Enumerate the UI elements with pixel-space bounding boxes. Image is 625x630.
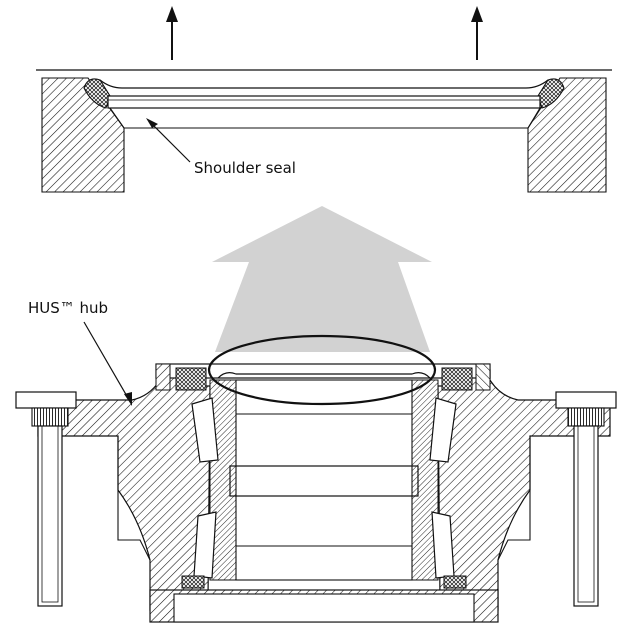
hub-seal-right (441, 367, 473, 391)
hub-seal-left (175, 367, 207, 391)
seal-body (99, 79, 549, 89)
spacer-ring (229, 465, 419, 497)
seal-bore (109, 107, 541, 129)
hub-bottom-bore (173, 593, 475, 623)
hub-leader (83, 321, 129, 399)
wheel-stud-left (15, 391, 77, 607)
hub-cavity-left (117, 436, 151, 561)
pull-arrow-right (471, 6, 483, 60)
pull-arrow-left (166, 6, 178, 60)
hub-label: HUS™ hub (28, 299, 108, 317)
hub-seal-bottom-left (181, 575, 205, 589)
shoulder-seal-leader-head (146, 118, 158, 128)
hub-seal-bottom-right (443, 575, 467, 589)
shoulder-seal-leader (151, 123, 191, 163)
shoulder-seal-highlight (207, 334, 437, 406)
detail-view: Shoulder seal (36, 6, 612, 193)
roller-bottom-right (431, 511, 455, 579)
hub-leader-head (124, 392, 132, 406)
hub-cavity-right (497, 436, 531, 561)
roller-top-right (429, 397, 457, 463)
hub-top-cap-left (155, 363, 171, 391)
housing-wall-left (41, 77, 125, 193)
hub-top-cap-right (475, 363, 491, 391)
shoulder-seal-label: Shoulder seal (194, 159, 296, 177)
spindle-bore (235, 379, 413, 581)
housing-wall-right (527, 77, 607, 193)
zoom-arrow (212, 206, 432, 352)
seal-band (107, 95, 541, 109)
roller-bottom-left (193, 511, 217, 579)
hub-assembly: HUS™ hub (15, 299, 617, 623)
shoulder-seal-in-hub (217, 372, 431, 379)
wheel-stud-right (555, 391, 617, 607)
roller-top-left (191, 397, 219, 463)
